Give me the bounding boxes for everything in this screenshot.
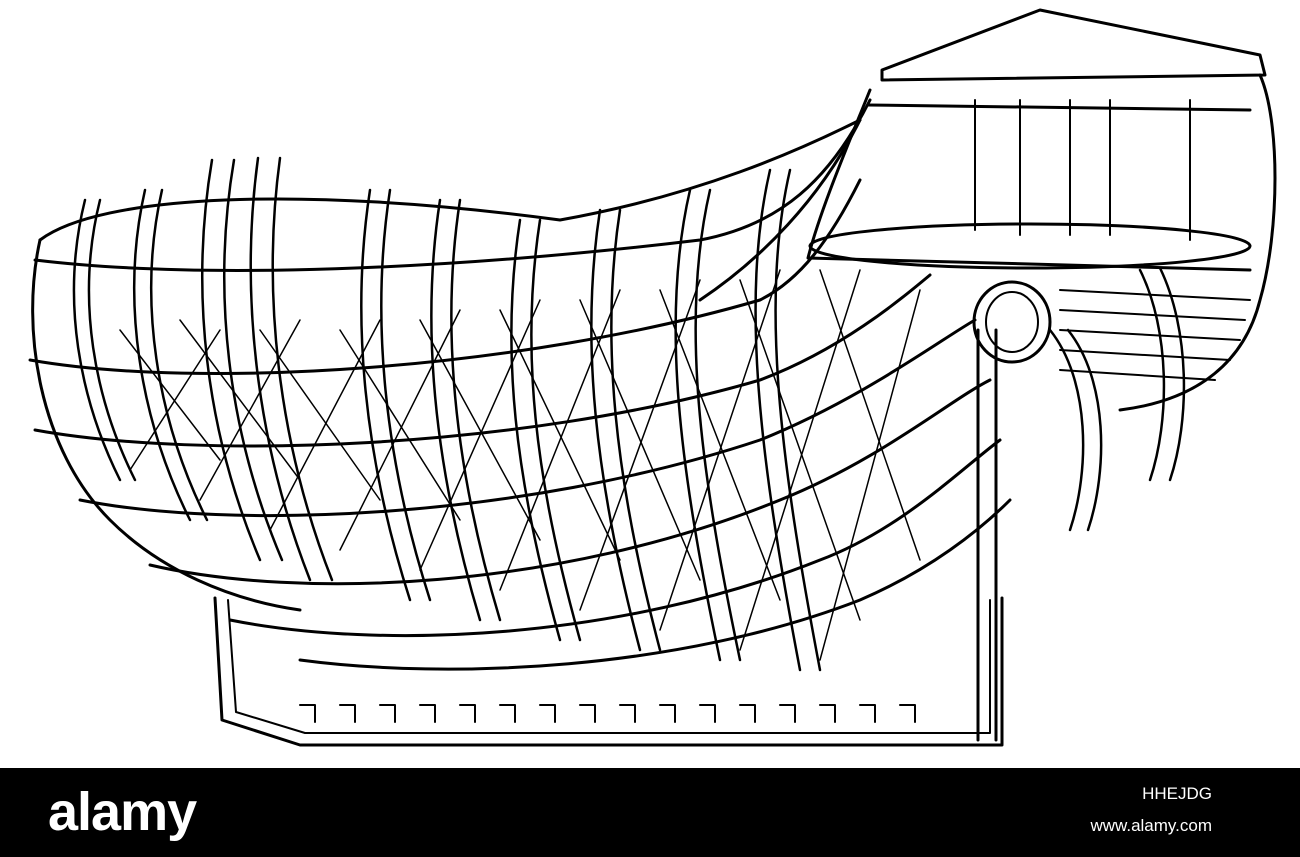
image-id-label: HHEJDG <box>1142 784 1212 803</box>
ribbands <box>28 98 1012 671</box>
sternpost <box>972 280 1052 742</box>
stern-planking <box>1059 289 1251 381</box>
keel-teeth <box>299 704 916 723</box>
hull-outline <box>31 118 862 612</box>
ship-frame-illustration <box>28 8 1277 747</box>
watermark-footer: alamy HHEJDG www.alamy.com <box>0 768 1300 857</box>
frames <box>72 156 1186 672</box>
site-url-link[interactable]: www.alamy.com <box>1090 816 1212 835</box>
keel <box>213 596 1004 747</box>
cross-frames <box>119 269 921 661</box>
stern-cabin <box>806 8 1277 412</box>
alamy-logo: alamy <box>48 782 197 842</box>
